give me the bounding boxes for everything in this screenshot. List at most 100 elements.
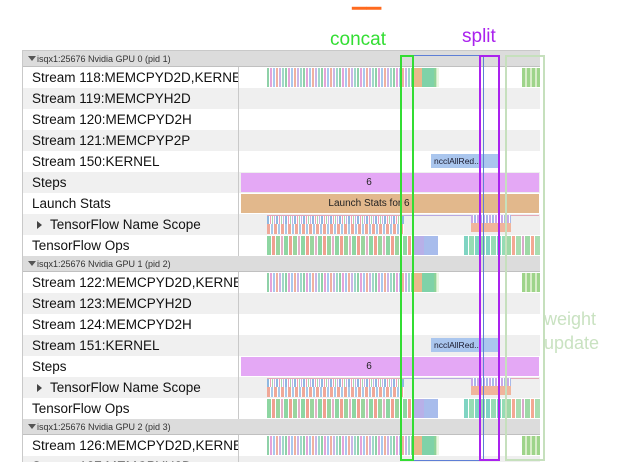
group-header-gpu-0[interactable]: isqx1:25676 Nvidia GPU 0 (pid 1) (23, 51, 540, 67)
trace-row[interactable]: Stream 118:MEMCPYD2D,KERNEL,ME (23, 67, 540, 88)
trace-row-track[interactable] (239, 88, 540, 109)
trace-row-label[interactable]: Stream 119:MEMCPYH2D (23, 88, 239, 109)
trace-row-track[interactable] (239, 235, 540, 256)
trace-segment[interactable] (464, 236, 506, 255)
trace-panel[interactable]: isqx1:25676 Nvidia GPU 0 (pid 1)Stream 1… (22, 50, 540, 462)
trace-row-label[interactable]: Stream 150:KERNEL (23, 151, 239, 172)
trace-segment[interactable] (424, 236, 438, 255)
trace-segment[interactable] (241, 357, 539, 376)
trace-row-track[interactable]: 6 (239, 172, 540, 193)
trace-segment[interactable] (267, 387, 404, 397)
chevron-right-icon[interactable] (37, 384, 42, 392)
trace-row-track[interactable] (239, 398, 540, 419)
group-header-gpu-2[interactable]: isqx1:25676 Nvidia GPU 2 (pid 3) (23, 419, 540, 435)
chevron-down-icon[interactable] (28, 424, 36, 429)
trace-row-track[interactable] (239, 67, 540, 88)
trace-segment[interactable] (267, 224, 404, 234)
trace-segment[interactable] (267, 273, 412, 292)
trace-row[interactable]: TensorFlow Name Scope (23, 377, 540, 398)
trace-row[interactable]: TensorFlow Name Scope (23, 214, 540, 235)
trace-segment[interactable] (412, 236, 424, 255)
trace-row[interactable]: Stream 127:MEMCPYH2D (23, 456, 540, 462)
trace-row-label[interactable]: TensorFlow Name Scope (23, 214, 239, 235)
trace-row-label[interactable]: Stream 126:MEMCPYD2D,KERNEL,MI (23, 435, 239, 456)
trace-segment[interactable] (506, 399, 540, 418)
nccl-allreduce-block[interactable]: ncclAllRed... (431, 338, 499, 352)
trace-row-track[interactable] (239, 293, 540, 314)
trace-row-label[interactable]: Stream 121:MEMCPYP2P (23, 130, 239, 151)
trace-row[interactable]: Stream 119:MEMCPYH2D (23, 88, 540, 109)
trace-row[interactable]: Stream 122:MEMCPYD2D,KERNEL,MI (23, 272, 540, 293)
trace-segment[interactable] (267, 378, 404, 387)
trace-row-label[interactable]: Stream 124:MEMCPYD2H (23, 314, 239, 335)
trace-segment[interactable] (404, 378, 511, 379)
trace-segment[interactable] (267, 236, 412, 255)
trace-row-track[interactable]: 6 (239, 356, 540, 377)
trace-row-track[interactable] (239, 377, 540, 398)
trace-row[interactable]: Stream 151:KERNEL ncclAllRed... (23, 335, 540, 356)
trace-segment[interactable] (241, 194, 539, 213)
trace-segment[interactable] (522, 436, 540, 455)
trace-row[interactable]: Stream 126:MEMCPYD2D,KERNEL,MI (23, 435, 540, 456)
trace-segment[interactable] (424, 399, 438, 418)
trace-segment[interactable] (434, 273, 439, 292)
trace-row-label[interactable]: TensorFlow Ops (23, 398, 239, 419)
trace-row-track[interactable] (239, 435, 540, 456)
trace-row-label[interactable]: Stream 127:MEMCPYH2D (23, 456, 239, 462)
trace-row-track[interactable]: Launch Stats for 6 (239, 193, 540, 214)
trace-row-label[interactable]: Launch Stats (23, 193, 239, 214)
trace-segment[interactable] (434, 436, 439, 455)
trace-segment[interactable] (471, 223, 511, 232)
trace-row-label[interactable]: Steps (23, 172, 239, 193)
trace-row-label[interactable]: Stream 120:MEMCPYD2H (23, 109, 239, 130)
trace-row-track[interactable] (239, 314, 540, 335)
trace-segment[interactable] (471, 386, 511, 395)
trace-row-label[interactable]: Stream 151:KERNEL (23, 335, 239, 356)
trace-segment[interactable] (267, 68, 412, 87)
trace-segment[interactable] (412, 399, 424, 418)
trace-segment[interactable] (412, 68, 422, 87)
trace-segment[interactable] (241, 173, 539, 192)
trace-row-track[interactable]: ncclAllRed... (239, 151, 540, 172)
trace-segment[interactable] (471, 215, 511, 223)
trace-row-label[interactable]: Stream 118:MEMCPYD2D,KERNEL,ME (23, 67, 239, 88)
trace-row[interactable]: Stream 150:KERNEL ncclAllRed... (23, 151, 540, 172)
trace-segment[interactable] (471, 378, 511, 386)
trace-row[interactable]: Stream 121:MEMCPYP2P (23, 130, 540, 151)
trace-segment[interactable] (412, 273, 422, 292)
trace-row[interactable]: Stream 120:MEMCPYD2H (23, 109, 540, 130)
trace-segment[interactable] (267, 378, 539, 379)
trace-segment[interactable] (522, 273, 540, 292)
trace-row[interactable]: TensorFlow Ops (23, 398, 540, 419)
trace-row[interactable]: TensorFlow Ops (23, 235, 540, 256)
trace-row-track[interactable]: ncclAllRed... (239, 335, 540, 356)
chevron-down-icon[interactable] (28, 261, 36, 266)
trace-segment[interactable] (506, 236, 540, 255)
trace-segment[interactable] (267, 399, 412, 418)
trace-row-track[interactable] (239, 272, 540, 293)
trace-segment[interactable] (404, 215, 511, 216)
chevron-right-icon[interactable] (37, 221, 42, 229)
trace-row-track[interactable] (239, 214, 540, 235)
trace-row-track[interactable] (239, 456, 540, 462)
trace-row-track[interactable] (239, 109, 540, 130)
trace-row[interactable]: Stream 123:MEMCPYH2D (23, 293, 540, 314)
trace-segment[interactable] (412, 436, 422, 455)
nccl-allreduce-block[interactable]: ncclAllRed... (431, 154, 499, 168)
trace-segment[interactable] (422, 436, 436, 455)
trace-segment[interactable] (434, 68, 439, 87)
trace-segment[interactable] (422, 273, 436, 292)
trace-segment[interactable] (267, 215, 404, 224)
trace-row-label[interactable]: Steps (23, 356, 239, 377)
trace-row-label[interactable]: TensorFlow Ops (23, 235, 239, 256)
trace-segment[interactable] (422, 68, 436, 87)
trace-row-track[interactable] (239, 130, 540, 151)
trace-segment[interactable] (522, 68, 540, 87)
trace-segment[interactable] (267, 215, 539, 216)
group-header-gpu-1[interactable]: isqx1:25676 Nvidia GPU 1 (pid 2) (23, 256, 540, 272)
trace-row-label[interactable]: Stream 123:MEMCPYH2D (23, 293, 239, 314)
trace-row[interactable]: Stream 124:MEMCPYD2H (23, 314, 540, 335)
trace-segment[interactable] (267, 436, 412, 455)
